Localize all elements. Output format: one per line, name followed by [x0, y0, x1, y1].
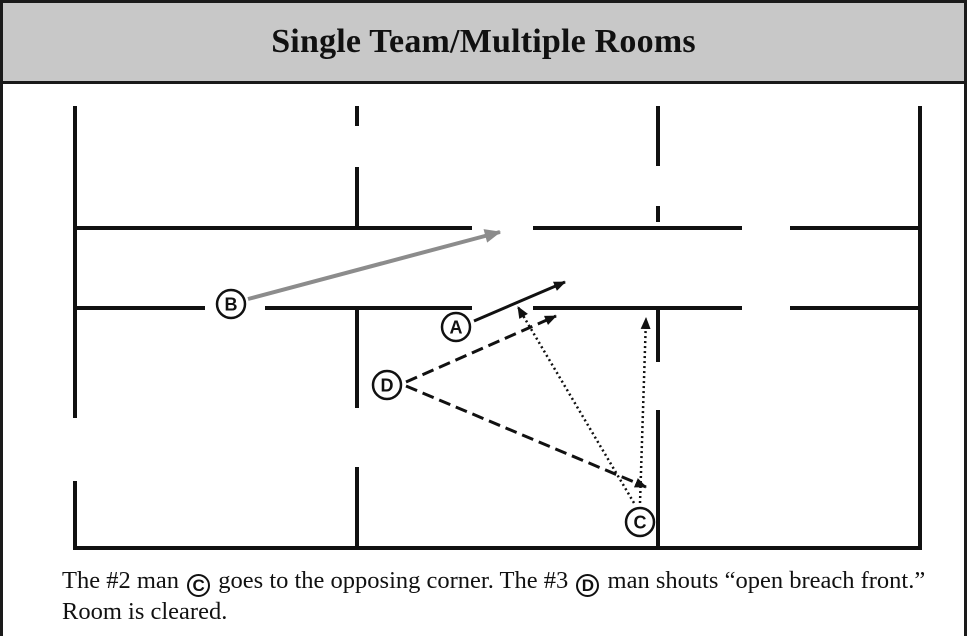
caption-part-1: The #2 man — [62, 567, 180, 594]
path-d-dashed-arrow-2 — [405, 384, 647, 489]
caption-marker-d: D — [576, 574, 600, 597]
path-d-dashed-arrow-1 — [405, 314, 557, 384]
marker-a: A — [440, 311, 472, 343]
path-b-gray-arrow — [247, 229, 502, 301]
marker-c: C — [624, 506, 656, 538]
floor-plan-diagram: B A D C — [73, 106, 922, 550]
marker-c-label: C — [634, 513, 647, 533]
caption-text: The #2 man C goes to the opposing corner… — [62, 566, 942, 627]
caption-part-3: man shouts “open breach front.” Room is … — [62, 567, 926, 625]
path-c-dotted-arrow-1 — [516, 306, 636, 504]
diagram-title: Single Team/Multiple Rooms — [271, 23, 696, 60]
marker-d: D — [371, 369, 403, 401]
marker-b-label: B — [225, 295, 238, 315]
caption-marker-c: C — [187, 574, 211, 597]
marker-a-label: A — [450, 318, 463, 338]
marker-b: B — [215, 288, 247, 320]
header-bar: Single Team/Multiple Rooms — [3, 3, 964, 84]
path-c-dotted-arrow-2 — [638, 317, 651, 504]
caption-part-2: goes to the opposing corner. The #3 — [218, 567, 569, 594]
marker-d-label: D — [381, 376, 394, 396]
path-a-solid-arrow — [473, 280, 566, 323]
walls — [73, 106, 922, 550]
